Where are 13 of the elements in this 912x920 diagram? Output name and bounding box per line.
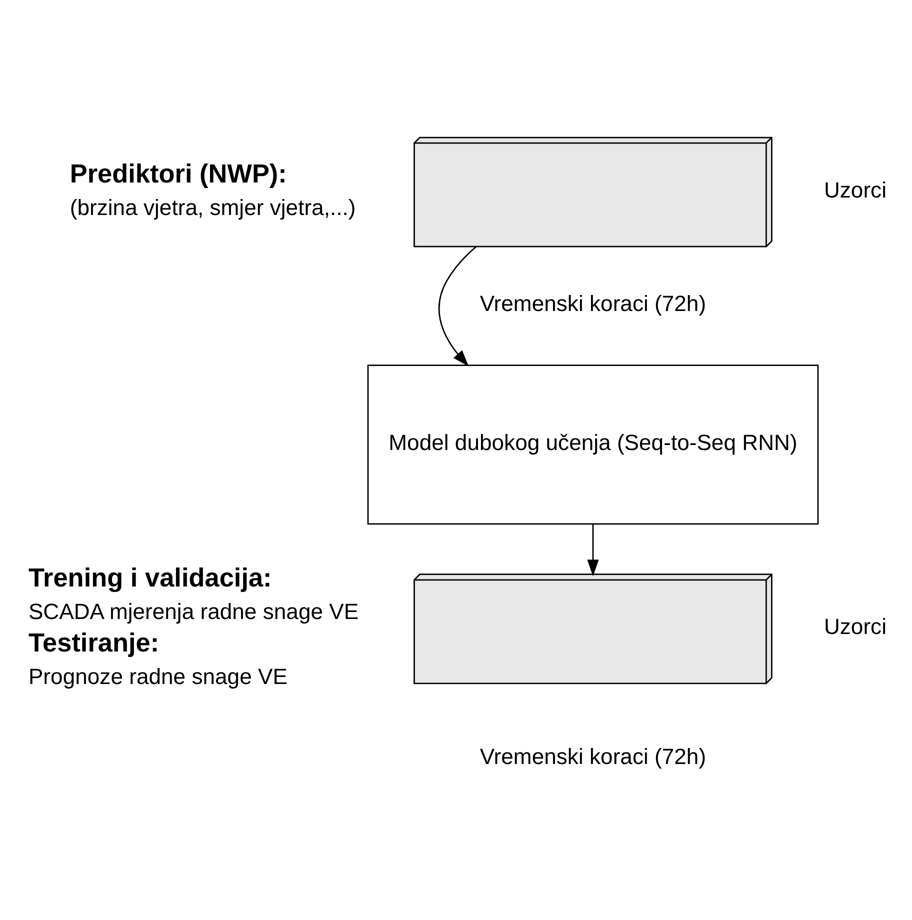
- label: Testiranje:: [28, 626, 160, 657]
- label: Vremenski koraci (72h): [480, 290, 706, 316]
- label: SCADA mjerenja radne snage VE: [28, 598, 359, 624]
- label: Uzorci: [824, 176, 887, 202]
- label: Prediktori (NWP):: [70, 158, 287, 188]
- arrow: [438, 246, 477, 366]
- label: Vremenski koraci (72h): [480, 743, 706, 768]
- label: Prognoze radne snage VE: [28, 663, 288, 688]
- label: Uzorci: [824, 614, 887, 639]
- node-box: Model dubokog učenja (Seq-to-Seq RNN): [367, 364, 819, 524]
- arrow: [587, 524, 599, 576]
- label: (brzina vjetra, smjer vjetra,...): [70, 194, 356, 220]
- label: Trening i validacija:: [28, 562, 272, 592]
